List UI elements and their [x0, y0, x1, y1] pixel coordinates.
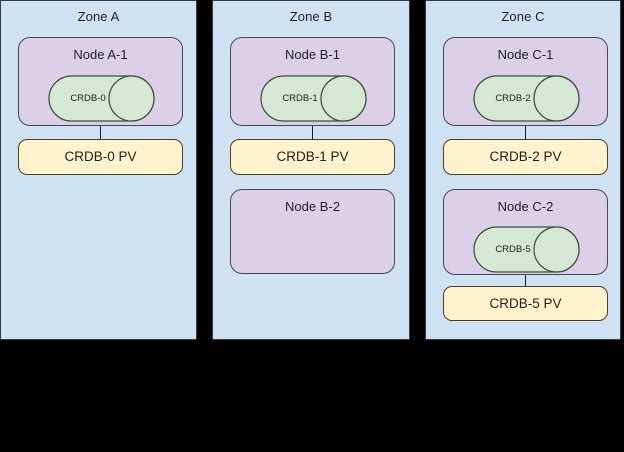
crdb-5-pv-label: CRDB-5 PV — [489, 295, 562, 311]
node-b-2-box[interactable]: Node B-2 — [230, 189, 395, 274]
zone-c-title: Zone C — [501, 9, 545, 24]
node-b-1-title: Node B-1 — [285, 47, 340, 62]
crdb-5-pv-box[interactable]: CRDB-5 PV — [443, 286, 608, 321]
node-c-1-pv-connector — [525, 126, 526, 140]
node-b-2-title: Node B-2 — [285, 199, 340, 214]
node-b-1-box[interactable]: Node B-1 CRDB-1 — [230, 37, 395, 126]
crdb-2-label: CRDB-2 — [495, 93, 531, 104]
node-c-2-box[interactable]: Node C-2 CRDB-5 — [443, 189, 608, 275]
node-a-1-title: Node A-1 — [73, 47, 128, 62]
cylinder-shape — [473, 75, 580, 122]
node-a-1-box[interactable]: Node A-1 CRDB-0 — [18, 37, 183, 126]
node-b-1-pv-connector — [312, 126, 313, 140]
cylinder-shape — [48, 75, 155, 122]
node-a-1-pv-connector — [100, 126, 101, 140]
zone-b-title: Zone B — [289, 9, 333, 24]
cylinder-shape — [260, 75, 367, 122]
crdb-1-pv-label: CRDB-1 PV — [276, 149, 349, 164]
crdb-5-label: CRDB-5 — [495, 244, 531, 255]
node-c-1-title: Node C-1 — [497, 47, 554, 62]
crdb-0-cylinder[interactable]: CRDB-0 — [48, 75, 155, 122]
crdb-2-pv-box[interactable]: CRDB-2 PV — [443, 139, 608, 175]
crdb-1-pv-box[interactable]: CRDB-1 PV — [230, 139, 395, 175]
crdb-0-pv-label: CRDB-0 PV — [64, 149, 137, 164]
crdb-0-label: CRDB-0 — [70, 93, 106, 104]
crdb-2-cylinder[interactable]: CRDB-2 — [473, 75, 580, 122]
crdb-0-pv-box[interactable]: CRDB-0 PV — [18, 139, 183, 175]
node-c-2-title: Node C-2 — [497, 199, 554, 214]
node-c-1-box[interactable]: Node C-1 CRDB-2 — [443, 37, 608, 126]
crdb-5-cylinder[interactable]: CRDB-5 — [473, 226, 580, 273]
crdb-1-label: CRDB-1 — [282, 93, 318, 104]
zone-a-title: Zone A — [77, 9, 120, 24]
zone-c-container[interactable]: Zone C Node C-1 CRDB-2 CRDB-2 PV Node C-… — [425, 0, 621, 340]
crdb-2-pv-label: CRDB-2 PV — [489, 149, 562, 164]
zone-b-container[interactable]: Zone B Node B-1 CRDB-1 CRDB-1 PV Node B-… — [212, 0, 410, 340]
zone-a-container[interactable]: Zone A Node A-1 CRDB-0 CRDB-0 PV — [0, 0, 197, 340]
node-c-2-pv-connector — [525, 275, 526, 287]
cylinder-shape — [473, 226, 580, 273]
crdb-1-cylinder[interactable]: CRDB-1 — [260, 75, 367, 122]
